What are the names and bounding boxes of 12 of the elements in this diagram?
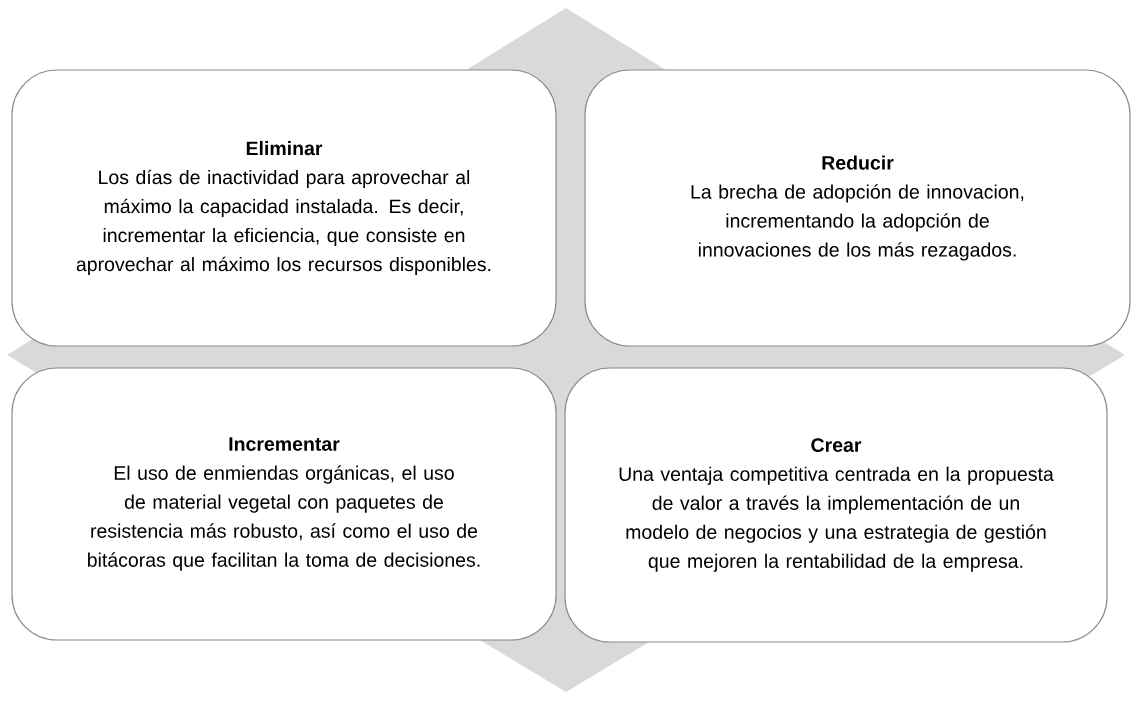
box-heading: Eliminar [246, 140, 323, 156]
box-text: El uso de enmiendas orgánicas, el uso de material vegetal con paquetes de resistencia más robusto, así como el uso de bitácoras que facilitan la toma de decisiones. [88, 465, 480, 571]
box-text: La brecha de adopción de innovacion, incrementando la adopción de innovaciones de los más rezagados. [691, 184, 1024, 261]
box-heading: Incrementar [229, 437, 340, 451]
rounded-box [584, 69, 1131, 347]
box-text: Una ventaja competitiva centrada en la propuesta de valor a través la implementación de un modelo de negocios y una estrategia de gestión que mejoren la rentabilidad de la empresa. [619, 466, 1054, 572]
rounded-box [564, 367, 1108, 643]
box-heading: Reducir [822, 155, 894, 170]
box-heading: Crear [811, 438, 862, 452]
box-text: Los días de inactividad para aprovechar al máximo la capacidad instalada. Es decir, incrementar la eficiencia, que consiste en aprovechar al máximo los recursos disponibles. [76, 169, 491, 276]
rounded-box [11, 367, 557, 641]
rounded-box [11, 69, 557, 347]
